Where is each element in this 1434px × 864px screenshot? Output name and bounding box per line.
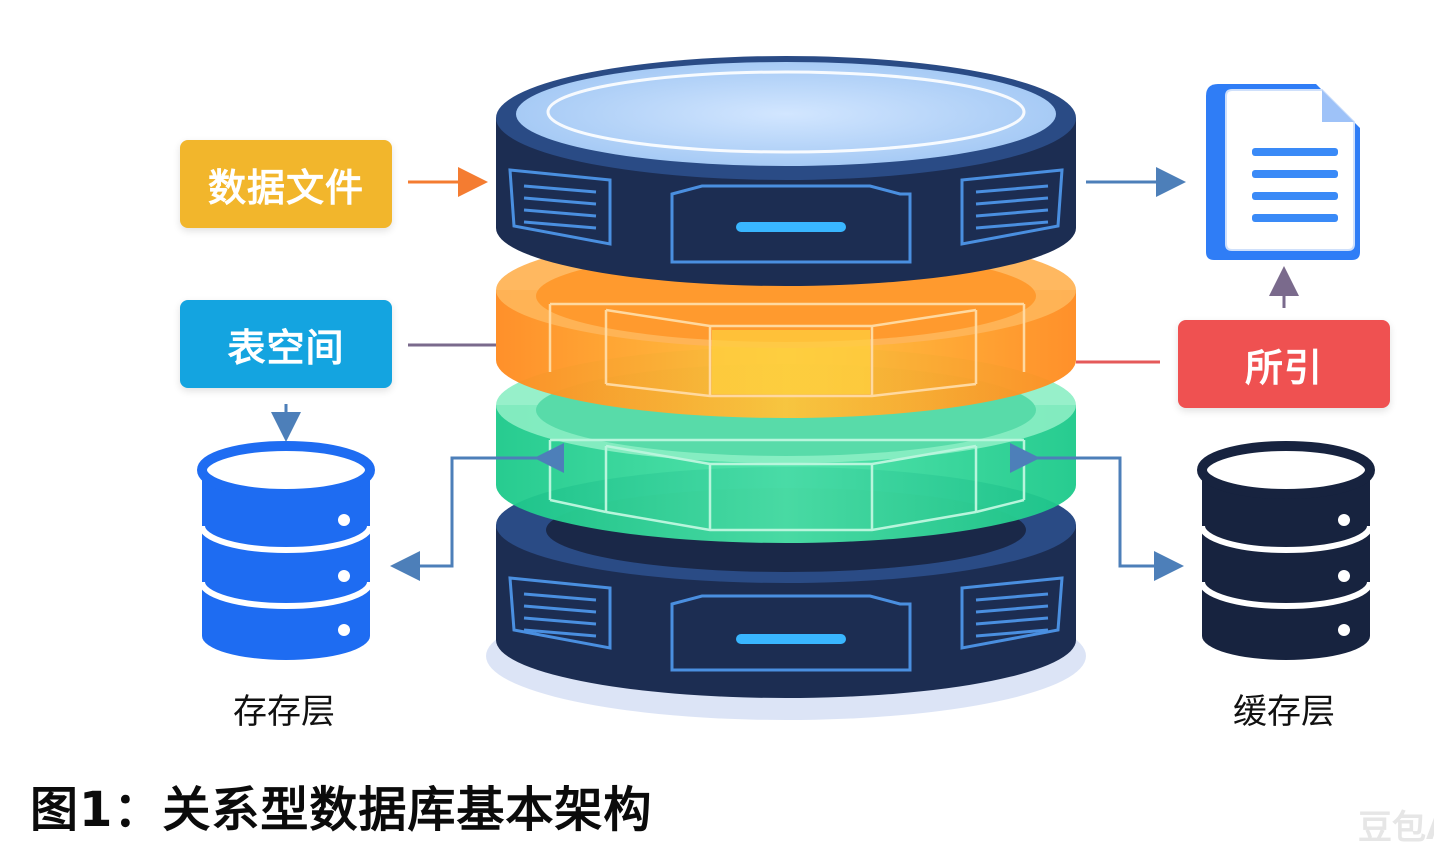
main-database-stack	[486, 56, 1086, 720]
label-tablespace: 表空间	[180, 300, 392, 388]
arrow-stack-storage-bidirectional	[390, 443, 564, 581]
top-indicator	[736, 222, 846, 232]
document-icon	[1206, 84, 1360, 260]
storage-database-icon	[197, 441, 375, 660]
label-data-files: 数据文件	[180, 140, 392, 228]
caption-storage-layer: 存存层	[233, 692, 335, 732]
bottom-panel-right	[960, 576, 1064, 650]
bottom-indicator	[736, 634, 846, 644]
bottom-center-plate	[670, 594, 912, 672]
figure-title: 图1：关系型数据库基本架构	[30, 782, 653, 838]
cache-database-icon	[1197, 441, 1375, 660]
caption-cache-layer: 缓存层	[1233, 692, 1335, 732]
connectors	[271, 167, 1299, 581]
top-panel-right	[960, 168, 1064, 246]
label-index: 所引	[1178, 320, 1390, 408]
top-center-plate	[670, 184, 912, 264]
top-disk	[496, 56, 1076, 286]
arrow-stack-cache-bidirectional	[1010, 443, 1184, 581]
watermark: 豆包AI	[1358, 808, 1434, 848]
bottom-panel-left	[508, 576, 612, 650]
top-panel-left	[508, 168, 612, 246]
